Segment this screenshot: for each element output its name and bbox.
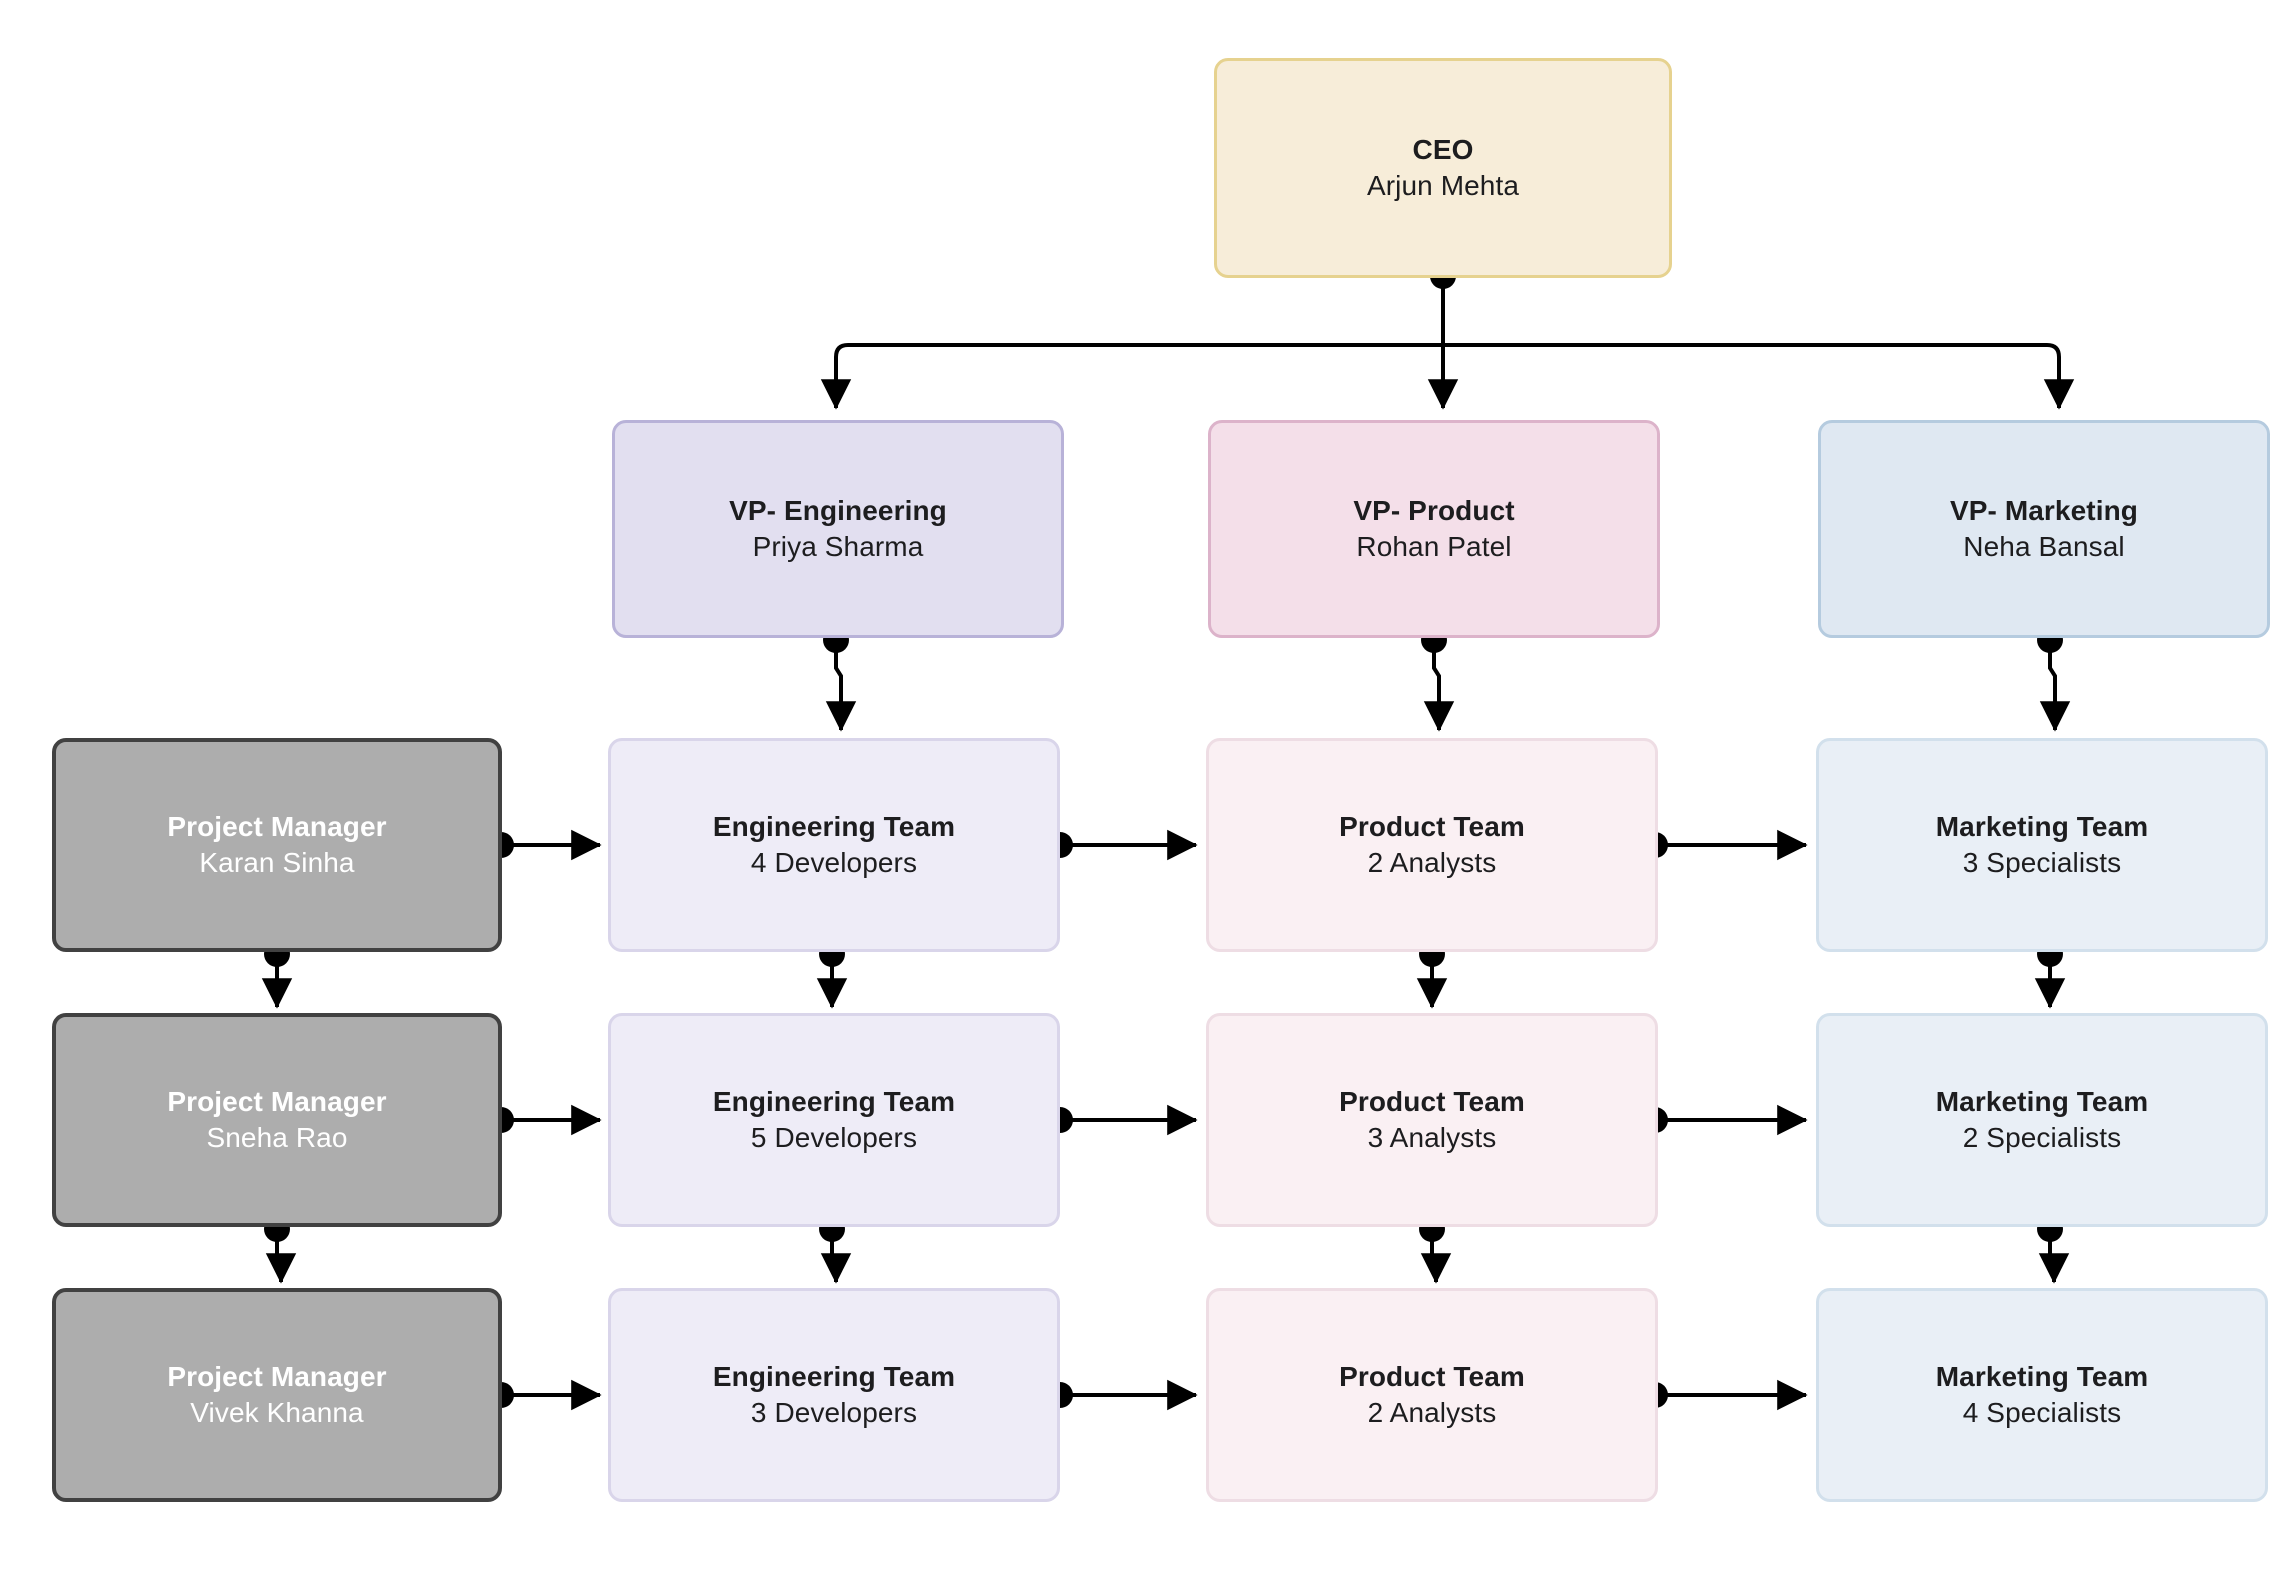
node-prod-team-1-subtitle: 2 Analysts [1367, 847, 1497, 878]
node-eng-team-2-title: Engineering Team [712, 1085, 956, 1117]
node-vp-marketing-subtitle: Neha Bansal [1963, 531, 2125, 562]
edge-eng-team-3-to-prod-team-3 [1047, 1379, 1198, 1411]
node-pm-3[interactable]: Project Manager Vivek Khanna [52, 1288, 502, 1502]
node-pm-1-title: Project Manager [167, 810, 387, 842]
node-mkt-team-2-title: Marketing Team [1935, 1085, 2149, 1117]
node-eng-team-1-subtitle: 4 Developers [750, 847, 918, 878]
node-vp-product-subtitle: Rohan Patel [1356, 531, 1512, 562]
node-vp-product[interactable]: VP- Product Rohan Patel [1208, 420, 1660, 638]
node-vp-engineering-title: VP- Engineering [729, 494, 947, 526]
edge-ceo-to-vps [820, 263, 2075, 410]
node-mkt-team-3-subtitle: 4 Specialists [1962, 1397, 2122, 1428]
node-pm-2-subtitle: Sneha Rao [206, 1122, 348, 1153]
edge-prod-team-1-to-mkt-team-1 [1642, 829, 1808, 861]
node-mkt-team-2-subtitle: 2 Specialists [1962, 1122, 2122, 1153]
node-eng-team-3-subtitle: 3 Developers [750, 1397, 918, 1428]
node-eng-team-3[interactable]: Engineering Team 3 Developers [608, 1288, 1060, 1502]
edge-vp-marketing-to-mkt-team-1 [2037, 627, 2071, 732]
node-mkt-team-2[interactable]: Marketing Team 2 Specialists [1816, 1013, 2268, 1227]
node-prod-team-3-subtitle: 2 Analysts [1367, 1397, 1497, 1428]
edge-prod-team-3-to-mkt-team-3 [1642, 1379, 1808, 1411]
node-prod-team-2[interactable]: Product Team 3 Analysts [1206, 1013, 1658, 1227]
node-prod-team-1-title: Product Team [1339, 810, 1525, 842]
node-pm-1[interactable]: Project Manager Karan Sinha [52, 738, 502, 952]
node-pm-3-subtitle: Vivek Khanna [190, 1397, 364, 1428]
node-eng-team-1-title: Engineering Team [712, 810, 956, 842]
node-pm-2[interactable]: Project Manager Sneha Rao [52, 1013, 502, 1227]
node-ceo-title: CEO [1412, 133, 1474, 165]
edge-vp-product-to-prod-team-1 [1421, 627, 1455, 732]
node-mkt-team-1-title: Marketing Team [1935, 810, 2149, 842]
node-mkt-team-3-title: Marketing Team [1935, 1360, 2149, 1392]
edge-pm-3-to-eng-team-3 [488, 1379, 602, 1411]
node-prod-team-2-title: Product Team [1339, 1085, 1525, 1117]
node-vp-engineering[interactable]: VP- Engineering Priya Sharma [612, 420, 1064, 638]
node-eng-team-2-subtitle: 5 Developers [750, 1122, 918, 1153]
node-pm-1-subtitle: Karan Sinha [199, 847, 355, 878]
node-pm-2-title: Project Manager [167, 1085, 387, 1117]
node-mkt-team-3[interactable]: Marketing Team 4 Specialists [1816, 1288, 2268, 1502]
edge-pm-2-to-eng-team-2 [488, 1104, 602, 1136]
node-ceo[interactable]: CEO Arjun Mehta [1214, 58, 1672, 278]
node-prod-team-2-subtitle: 3 Analysts [1367, 1122, 1497, 1153]
node-vp-product-title: VP- Product [1353, 494, 1515, 526]
node-mkt-team-1-subtitle: 3 Specialists [1962, 847, 2122, 878]
edge-vp-engineering-to-eng-team-1 [823, 627, 857, 732]
node-vp-marketing-title: VP- Marketing [1949, 494, 2138, 526]
node-prod-team-1[interactable]: Product Team 2 Analysts [1206, 738, 1658, 952]
node-vp-marketing[interactable]: VP- Marketing Neha Bansal [1818, 420, 2270, 638]
node-prod-team-3[interactable]: Product Team 2 Analysts [1206, 1288, 1658, 1502]
edge-eng-team-1-to-prod-team-1 [1047, 829, 1198, 861]
edge-prod-team-2-to-mkt-team-2 [1642, 1104, 1808, 1136]
node-prod-team-3-title: Product Team [1339, 1360, 1525, 1392]
node-mkt-team-1[interactable]: Marketing Team 3 Specialists [1816, 738, 2268, 952]
node-vp-engineering-subtitle: Priya Sharma [752, 531, 924, 562]
edge-eng-team-2-to-prod-team-2 [1047, 1104, 1198, 1136]
node-eng-team-3-title: Engineering Team [712, 1360, 956, 1392]
node-eng-team-2[interactable]: Engineering Team 5 Developers [608, 1013, 1060, 1227]
node-ceo-subtitle: Arjun Mehta [1366, 170, 1520, 201]
node-eng-team-1[interactable]: Engineering Team 4 Developers [608, 738, 1060, 952]
edge-pm-1-to-eng-team-1 [488, 829, 602, 861]
node-pm-3-title: Project Manager [167, 1360, 387, 1392]
